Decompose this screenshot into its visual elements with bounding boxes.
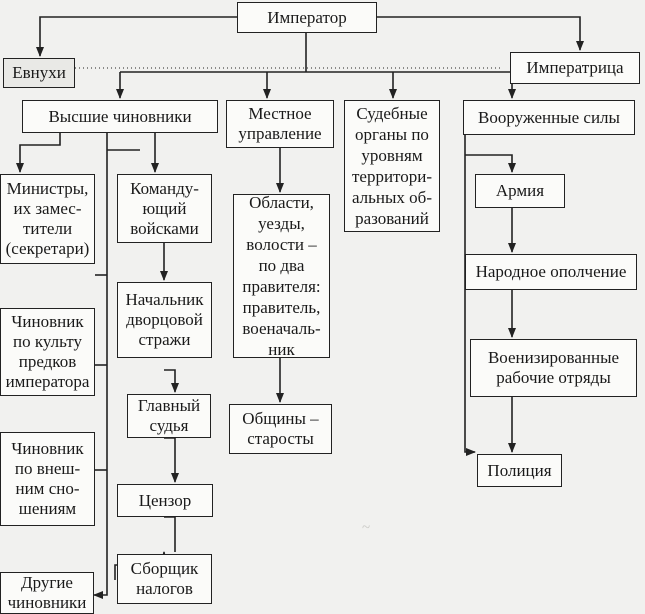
army-box: Армия bbox=[475, 174, 565, 208]
line-emperor-left bbox=[36, 16, 237, 57]
armed-forces-box: Вооруженные силы bbox=[463, 100, 635, 135]
eunuchs-box: Евнухи bbox=[3, 58, 75, 88]
censor-box: Цензор bbox=[117, 484, 213, 517]
ministers-box: Министры, их замес- тители (секретари) bbox=[0, 174, 95, 264]
regions-box: Области, уезды, волости – по два правите… bbox=[233, 193, 330, 359]
emperor-box: Император bbox=[237, 2, 377, 33]
paramilitary-units-box: Военизированные рабочие отряды bbox=[470, 339, 637, 397]
chief-judge-box: Главный судья bbox=[127, 394, 211, 438]
local-government-box: Местное управление bbox=[226, 100, 334, 148]
courts-box: Судебные органы по уровням территори- ал… bbox=[344, 100, 440, 232]
empress-box: Императрица bbox=[510, 52, 640, 84]
palace-guard-chief-box: Начальник дворцовой стражи bbox=[117, 282, 212, 358]
high-officials-box: Высшие чиновники bbox=[22, 100, 218, 133]
tax-collector-box: Сборщик налогов bbox=[117, 554, 212, 604]
line-emperor-right bbox=[377, 16, 584, 51]
foreign-relations-official-box: Чиновник по внеш- ним сно- шениям bbox=[0, 432, 95, 526]
communes-box: Общины – старосты bbox=[229, 404, 332, 454]
police-box: Полиция bbox=[477, 454, 562, 487]
ancestor-cult-official-box: Чиновник по культу предков императора bbox=[0, 308, 95, 396]
other-officials-box: Другие чиновники bbox=[0, 572, 94, 614]
commanders-box: Команду- ющий войсками bbox=[117, 174, 212, 243]
militia-box: Народное ополчение bbox=[465, 254, 637, 290]
